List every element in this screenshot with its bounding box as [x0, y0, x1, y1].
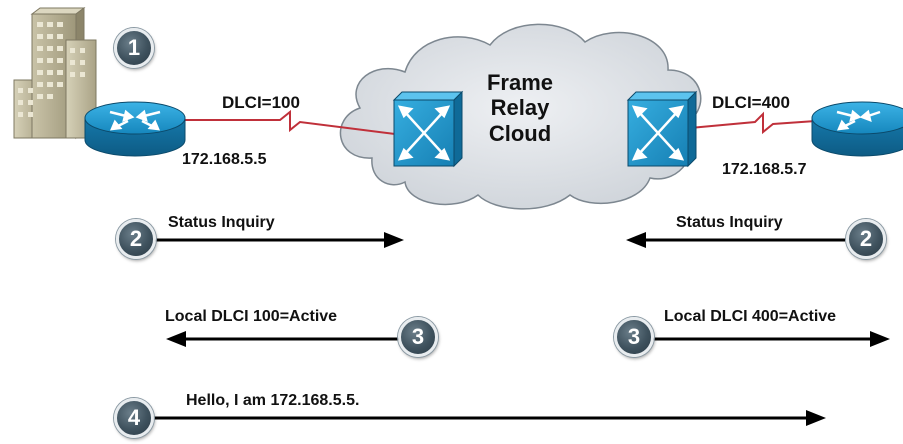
- left-ip-label: 172.168.5.5: [182, 151, 267, 168]
- left-frame-relay-switch-icon: [392, 90, 464, 168]
- left-dlci-label: DLCI=100: [222, 93, 300, 112]
- status-inquiry-right-label: Status Inquiry: [676, 214, 783, 231]
- cloud-title-line2: Cloud: [488, 120, 552, 146]
- status-inquiry-left-arrow: [150, 232, 404, 248]
- right-ip-label: 172.168.5.7: [722, 161, 807, 178]
- hello-arrow: [150, 410, 826, 426]
- status-inquiry-left-label: Status Inquiry: [168, 214, 275, 231]
- cloud-title-line1: Frame Relay: [486, 70, 554, 121]
- local-dlci-right-arrow: [650, 331, 890, 347]
- step-3-left-badge: 3: [398, 317, 438, 357]
- status-inquiry-right-arrow: [626, 232, 845, 248]
- local-dlci-left-label: Local DLCI 100=Active: [165, 308, 338, 325]
- step-2-left-badge: 2: [116, 219, 156, 259]
- step-2-right-badge: 2: [846, 219, 886, 259]
- cloud-title: Frame Relay Cloud: [455, 70, 585, 146]
- building-icon: [13, 7, 97, 140]
- left-serial-link: [175, 109, 396, 135]
- left-router-icon: [84, 101, 186, 157]
- right-serial-link: [689, 111, 831, 135]
- right-frame-relay-switch-icon: [626, 90, 698, 168]
- local-dlci-left-arrow: [166, 331, 400, 347]
- right-router-icon: [811, 101, 903, 157]
- local-dlci-right-label: Local DLCI 400=Active: [664, 308, 837, 325]
- hello-label: Hello, I am 172.168.5.5.: [186, 392, 360, 409]
- step-1-badge: 1: [114, 28, 154, 68]
- right-dlci-label: DLCI=400: [712, 93, 790, 112]
- step-3-right-badge: 3: [614, 317, 654, 357]
- step-4-badge: 4: [114, 398, 154, 438]
